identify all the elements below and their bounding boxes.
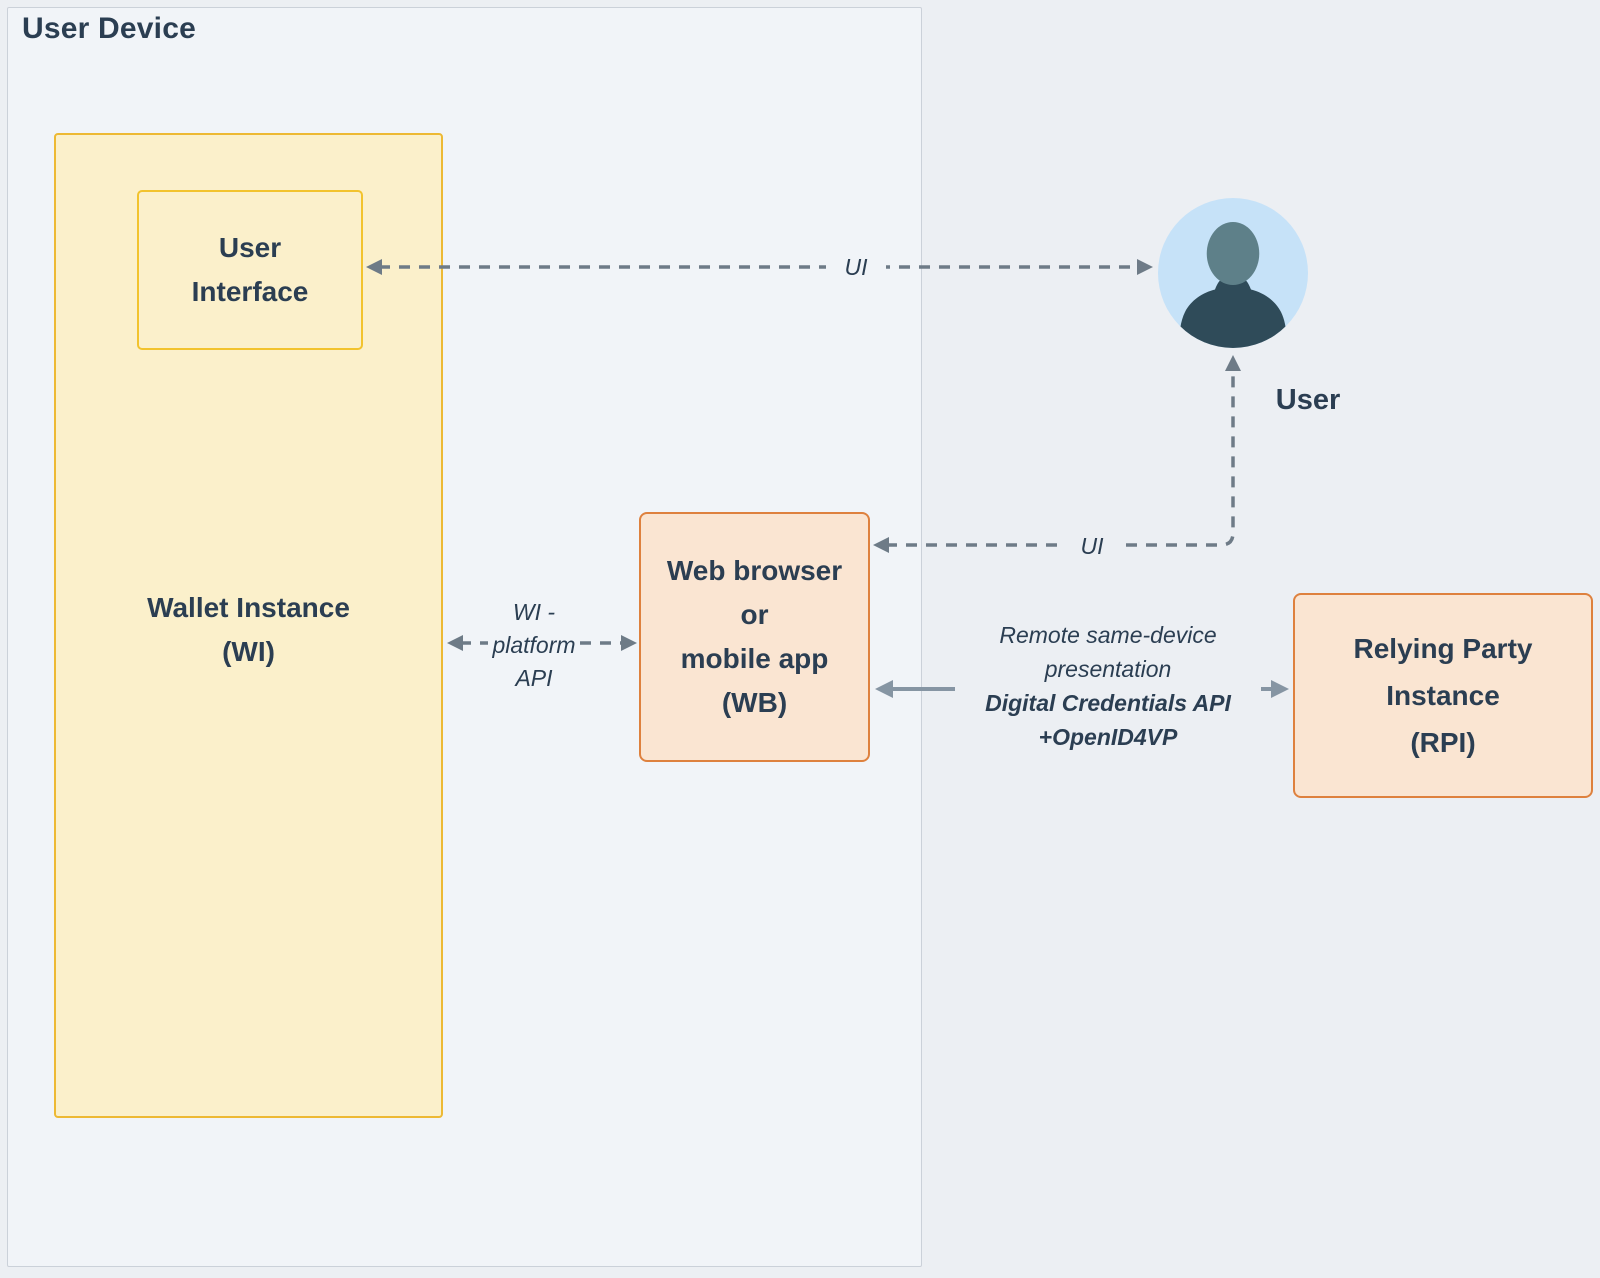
user-interface-label-line2: Interface (191, 276, 309, 307)
relying-party-box: Relying Party Instance (RPI) (1293, 593, 1593, 798)
wallet-instance-label: Wallet Instance (WI) (54, 586, 443, 674)
presentation-label-line2: presentation (1044, 656, 1172, 682)
web-browser-label-line4: (WB) (721, 687, 788, 718)
wallet-instance-label-line1: Wallet Instance (147, 592, 350, 623)
web-browser-label-line1: Web browser (666, 555, 843, 586)
user-interface-label-line1: User (218, 232, 282, 263)
web-browser-box: Web browser or mobile app (WB) (639, 512, 870, 762)
presentation-arrow-label: Remote same-device presentation Digital … (955, 616, 1261, 756)
ui-browser-arrow-label: UI (1062, 529, 1122, 563)
web-browser-label-line3: mobile app (680, 643, 829, 674)
presentation-label-line1: Remote same-device (999, 622, 1217, 648)
relying-party-label-line2: Instance (1386, 680, 1500, 711)
web-browser-label-line2: or (740, 599, 769, 630)
user-avatar (1158, 198, 1308, 348)
wi-platform-label-line3: API (449, 662, 619, 695)
presentation-label-line3: Digital Credentials API (985, 690, 1231, 716)
presentation-label-line4: +OpenID4VP (1038, 724, 1178, 750)
relying-party-label-line1: Relying Party (1353, 633, 1533, 664)
person-icon (1158, 198, 1308, 348)
ui-browser-arrow (873, 355, 1241, 553)
user-device-title: User Device (22, 12, 196, 45)
user-interface-box: User Interface (137, 190, 363, 350)
wi-platform-arrow-label: WI - platform API (449, 596, 619, 695)
ui-top-arrow-label: UI (826, 250, 886, 284)
wallet-instance-label-line2: (WI) (222, 636, 275, 667)
user-label: User (1275, 384, 1341, 416)
relying-party-label-line3: (RPI) (1410, 727, 1476, 758)
wi-platform-label-line2: platform (449, 629, 619, 662)
wi-platform-label-line1: WI - (449, 596, 619, 629)
